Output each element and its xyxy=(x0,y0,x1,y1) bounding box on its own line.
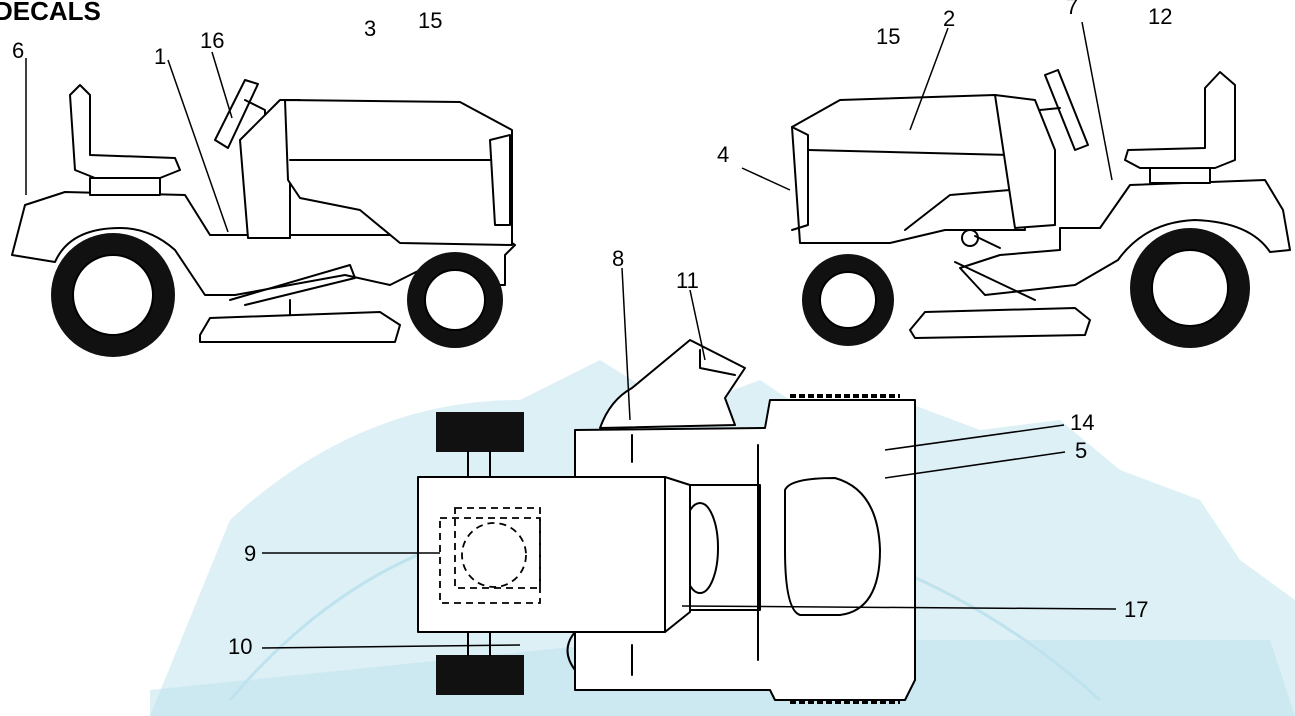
callout-labels: 6 1 16 3 15 15 2 7 12 4 8 11 14 5 9 10 1… xyxy=(12,0,1172,659)
right-side-tractor xyxy=(741,21,1291,348)
callout-11: 11 xyxy=(676,268,699,293)
left-side-tractor xyxy=(11,51,516,357)
callout-1: 1 xyxy=(154,44,166,69)
top-view-tractor xyxy=(261,267,1117,704)
callout-7: 7 xyxy=(1066,0,1078,19)
callout-16: 16 xyxy=(200,28,224,53)
callout-2: 2 xyxy=(943,6,955,31)
callout-5: 5 xyxy=(1075,438,1087,463)
callout-8: 8 xyxy=(612,246,624,271)
callout-15-left: 15 xyxy=(418,8,442,33)
callout-10: 10 xyxy=(228,634,252,659)
callout-3: 3 xyxy=(364,16,376,41)
callout-17: 17 xyxy=(1124,597,1148,622)
callout-9: 9 xyxy=(244,541,256,566)
callout-6: 6 xyxy=(12,38,24,63)
callout-15-right: 15 xyxy=(876,24,900,49)
callout-14: 14 xyxy=(1070,410,1094,435)
callout-12: 12 xyxy=(1148,4,1172,29)
diagram-title: DECALS xyxy=(0,0,101,26)
callout-4: 4 xyxy=(717,142,729,167)
